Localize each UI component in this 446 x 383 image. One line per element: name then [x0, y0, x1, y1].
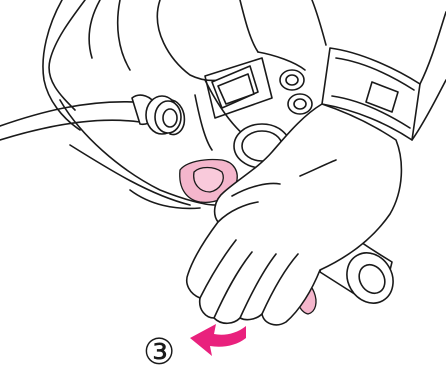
- curved-arrow-left-icon: [190, 324, 246, 356]
- power-cable: [0, 95, 184, 140]
- step-number-label: ③: [143, 332, 175, 373]
- power-switch: [205, 58, 272, 118]
- side-knobs: [280, 70, 312, 114]
